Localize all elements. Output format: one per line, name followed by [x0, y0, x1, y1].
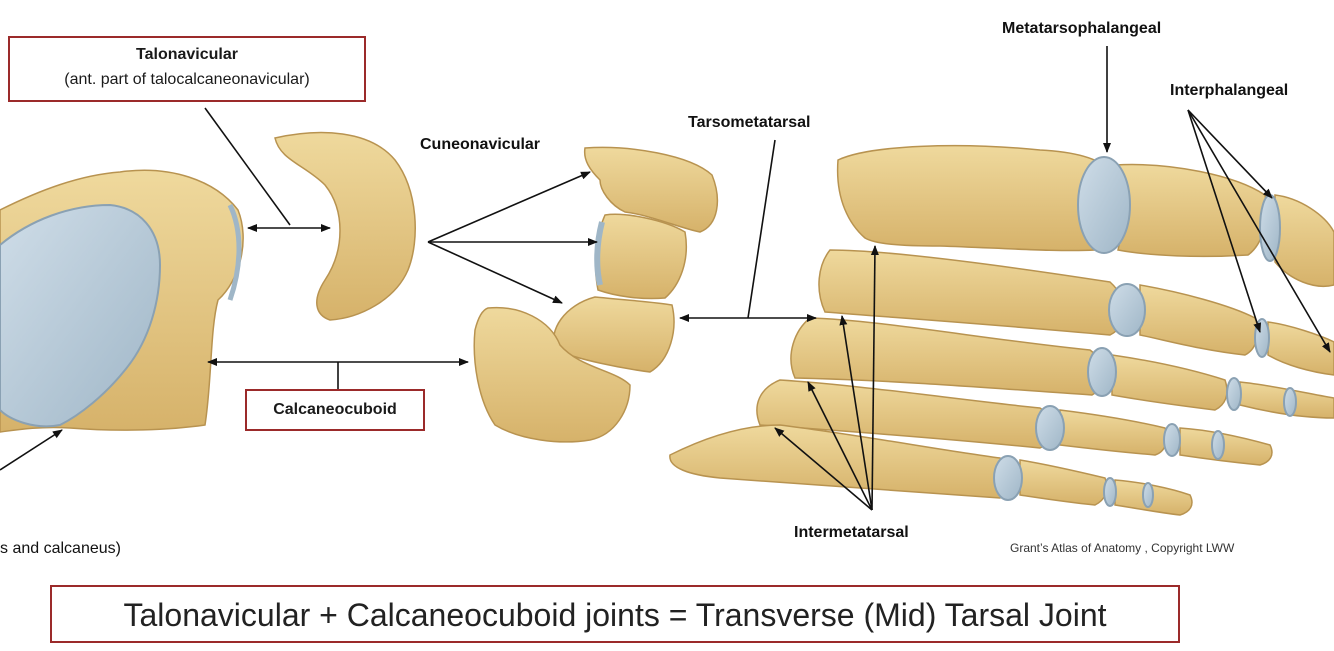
- talonavicular-label-box: Talonavicular (ant. part of talocalcaneo…: [8, 36, 366, 102]
- navicular-bone: [274, 131, 416, 321]
- calcaneocuboid-label-box: Calcaneocuboid: [245, 389, 425, 431]
- talonavicular-label: Talonavicular: [136, 46, 238, 63]
- cuneonavicular-label: Cuneonavicular: [420, 136, 541, 153]
- cuneiform-bones: [552, 146, 719, 373]
- summary-text: Talonavicular + Calcaneocuboid joints = …: [123, 597, 1107, 633]
- interphalangeal-label: Interphalangeal: [1170, 82, 1289, 99]
- metatarsophalangeal-label: Metatarsophalangeal: [1002, 20, 1162, 37]
- cuboid-bone: [473, 306, 631, 443]
- intermetatarsal-label: Intermetatarsal: [794, 524, 909, 541]
- tarsometatarsal-label: Tarsometatarsal: [688, 114, 811, 131]
- metatarsal-phalanx-bones: [669, 144, 1334, 516]
- partial-caption: s and calcaneus): [0, 540, 121, 557]
- calcaneocuboid-label: Calcaneocuboid: [273, 401, 397, 418]
- talonavicular-subtitle: (ant. part of talocalcaneonavicular): [64, 71, 310, 88]
- copyright-credit: Grant’s Atlas of Anatomy , Copyright LWW: [1010, 541, 1235, 555]
- summary-box: Talonavicular + Calcaneocuboid joints = …: [50, 585, 1180, 643]
- talus-calcaneus-bone: [0, 169, 244, 433]
- leader-lines: [0, 46, 1331, 511]
